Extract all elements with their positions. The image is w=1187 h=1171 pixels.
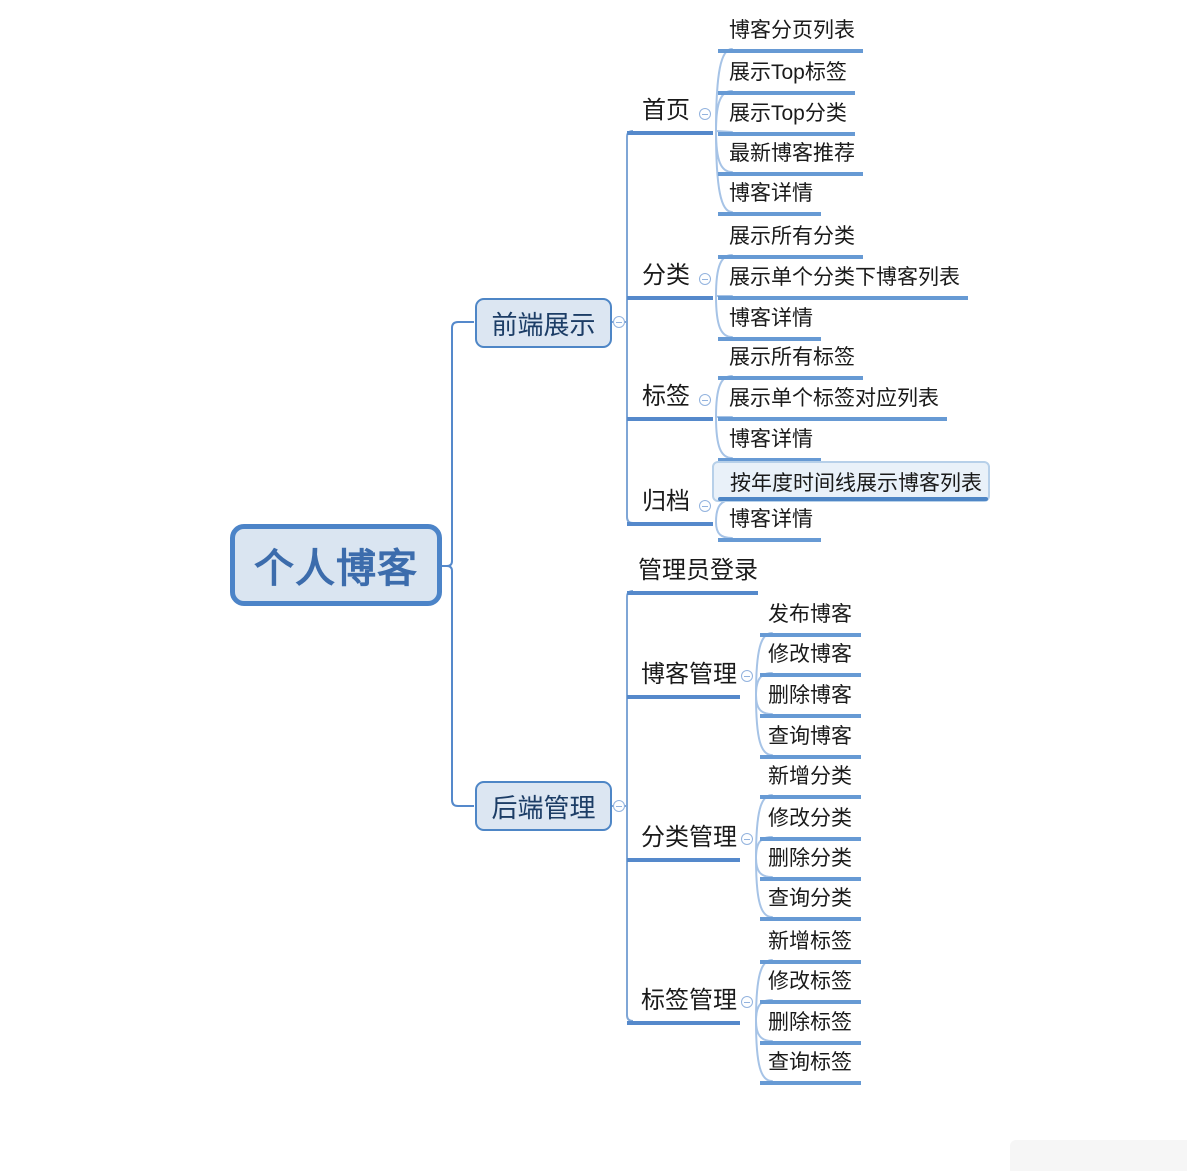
topic-show-top-cats[interactable]: 展示Top分类 — [718, 100, 855, 136]
fan-home-5 — [715, 130, 733, 213]
branch-back-management[interactable]: 后端管理 — [475, 781, 612, 831]
fan-blogmgmt-4 — [755, 694, 773, 756]
topic-query-tag[interactable]: 查询标签 — [760, 1049, 861, 1085]
topic-add-category[interactable]: 新增分类 — [760, 763, 861, 799]
connector-root-to-back — [442, 565, 474, 807]
collapse-icon[interactable] — [741, 833, 753, 845]
topic-home[interactable]: 首页 — [627, 96, 713, 135]
collapse-icon[interactable] — [699, 108, 711, 120]
front-trunk-line — [626, 130, 634, 524]
topic-publish-blog[interactable]: 发布博客 — [760, 601, 861, 637]
topic-blog-page-list[interactable]: 博客分页列表 — [718, 17, 863, 53]
topic-blog-detail[interactable]: 博客详情 — [718, 305, 821, 341]
selected-topic-underline — [718, 497, 988, 501]
topic-edit-blog[interactable]: 修改博客 — [760, 641, 861, 677]
topic-delete-category[interactable]: 删除分类 — [760, 845, 861, 881]
collapse-icon[interactable] — [613, 800, 625, 812]
back-trunk-line — [626, 590, 634, 1022]
topic-edit-category[interactable]: 修改分类 — [760, 805, 861, 841]
topic-admin-login[interactable]: 管理员登录 — [627, 556, 758, 595]
branch-front-display[interactable]: 前端展示 — [475, 298, 612, 348]
fan-catmgmt-4 — [755, 857, 773, 918]
topic-tag-blog-list[interactable]: 展示单个标签对应列表 — [718, 385, 947, 421]
topic-show-all-cats[interactable]: 展示所有分类 — [718, 223, 863, 259]
topic-tag-mgmt[interactable]: 标签管理 — [627, 986, 740, 1025]
fan-archive-2 — [715, 521, 733, 539]
topic-tag[interactable]: 标签 — [627, 382, 713, 421]
fan-tagmgmt-4 — [755, 1020, 773, 1082]
topic-cat-blog-list[interactable]: 展示单个分类下博客列表 — [718, 264, 968, 300]
topic-blog-detail[interactable]: 博客详情 — [718, 180, 821, 216]
topic-edit-tag[interactable]: 修改标签 — [760, 968, 861, 1004]
collapse-icon[interactable] — [613, 316, 625, 328]
topic-query-blog[interactable]: 查询博客 — [760, 723, 861, 759]
connector-root-to-front — [442, 321, 474, 567]
topic-add-tag[interactable]: 新增标签 — [760, 928, 861, 964]
topic-blog-detail[interactable]: 博客详情 — [718, 506, 821, 542]
watermark-area — [1010, 1140, 1187, 1171]
collapse-icon[interactable] — [699, 273, 711, 285]
topic-delete-blog[interactable]: 删除博客 — [760, 682, 861, 718]
topic-delete-tag[interactable]: 删除标签 — [760, 1009, 861, 1045]
topic-blog-detail[interactable]: 博客详情 — [718, 426, 821, 462]
fan-category-3 — [715, 295, 733, 338]
topic-category-mgmt[interactable]: 分类管理 — [627, 823, 740, 862]
root-topic-personal-blog[interactable]: 个人博客 — [230, 524, 442, 606]
topic-yearly-timeline-selected[interactable]: 按年度时间线展示博客列表 — [712, 461, 990, 502]
fan-home-3 — [715, 130, 733, 133]
collapse-icon[interactable] — [699, 500, 711, 512]
topic-query-category[interactable]: 查询分类 — [760, 885, 861, 921]
collapse-icon[interactable] — [741, 996, 753, 1008]
collapse-icon[interactable] — [699, 394, 711, 406]
topic-show-all-tags[interactable]: 展示所有标签 — [718, 344, 863, 380]
topic-blog-mgmt[interactable]: 博客管理 — [627, 660, 740, 699]
fan-tag-3 — [715, 416, 733, 459]
topic-archive[interactable]: 归档 — [627, 487, 713, 526]
topic-latest-blogs[interactable]: 最新博客推荐 — [718, 140, 863, 176]
topic-show-top-tags[interactable]: 展示Top标签 — [718, 59, 855, 95]
collapse-icon[interactable] — [741, 670, 753, 682]
topic-category[interactable]: 分类 — [627, 261, 713, 300]
